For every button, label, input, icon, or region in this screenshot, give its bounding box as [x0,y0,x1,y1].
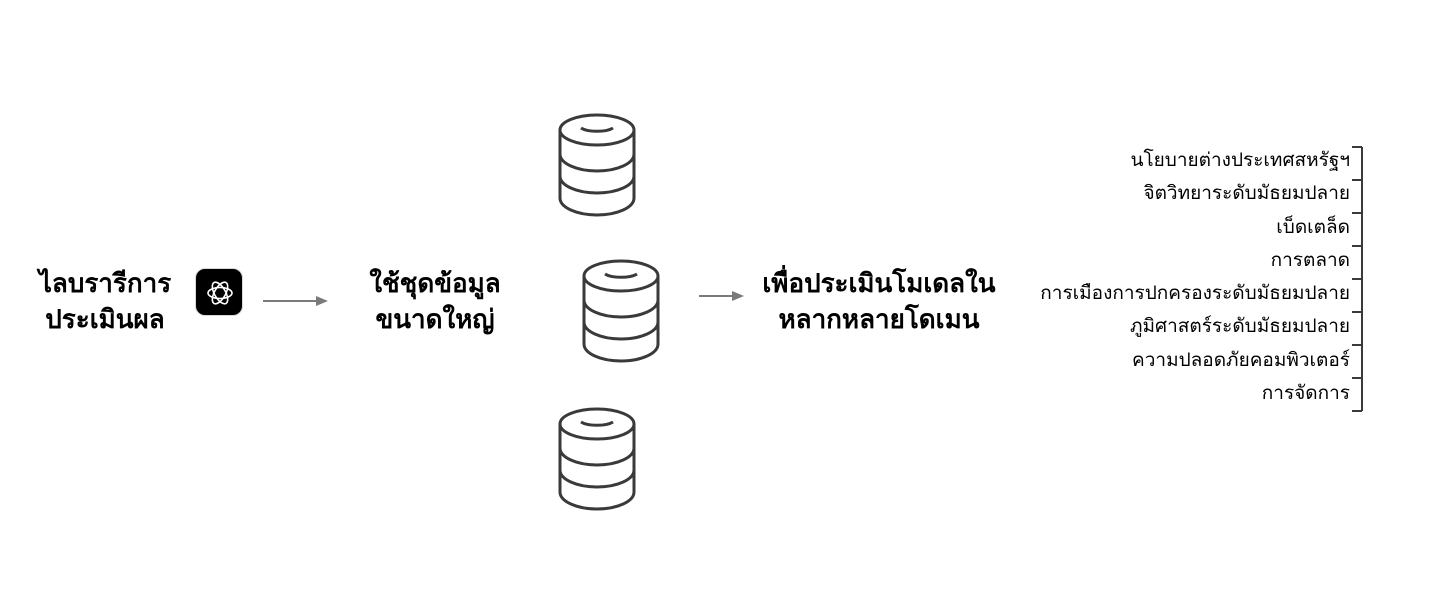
domain-bracket [1352,146,1363,412]
evaluation-library-label: ไลบรารีการ ประเมินผล [20,266,190,338]
domain-item: การเมืองการปกครองระดับมัธยมปลาย [1040,282,1350,305]
domain-item: เบ็ดเตล็ด [1276,215,1350,238]
domain-item: การตลาด [1270,248,1350,271]
evaluation-library-label-line-1: ไลบรารีการ [38,269,172,299]
openai-logo-icon [195,268,243,316]
database-icon [558,113,636,217]
domain-list: นโยบายต่างประเทศสหรัฐฯ จิตวิทยาระดับมัธย… [1010,144,1350,410]
domain-item: ภูมิศาสตร์ระดับมัธยมปลาย [1129,315,1350,338]
evaluation-domains-label-line-1: เพื่อประเมินโมเดลใน [762,269,996,299]
evaluation-domains-label: เพื่อประเมินโมเดลใน หลากหลายโดเมน [738,266,1020,338]
flow-arrow-2 [699,291,744,301]
database-icon [558,407,636,511]
domain-item: การจัดการ [1261,382,1350,405]
dataset-label-line-1: ใช้ชุดข้อมูล [369,269,501,299]
evaluation-domains-label-line-2: หลากหลายโดเมน [778,305,980,335]
database-icon [582,259,660,363]
evaluation-library-label-line-2: ประเมินผล [45,305,165,335]
domain-item: นโยบายต่างประเทศสหรัฐฯ [1130,149,1350,171]
dataset-label-line-2: ขนาดใหญ่ [375,305,495,335]
flow-arrow-1 [263,296,328,306]
domain-item: ความปลอดภัยคอมพิวเตอร์ [1132,348,1350,371]
domain-item: จิตวิทยาระดับมัธยมปลาย [1143,182,1350,205]
dataset-label: ใช้ชุดข้อมูล ขนาดใหญ่ [345,266,525,338]
